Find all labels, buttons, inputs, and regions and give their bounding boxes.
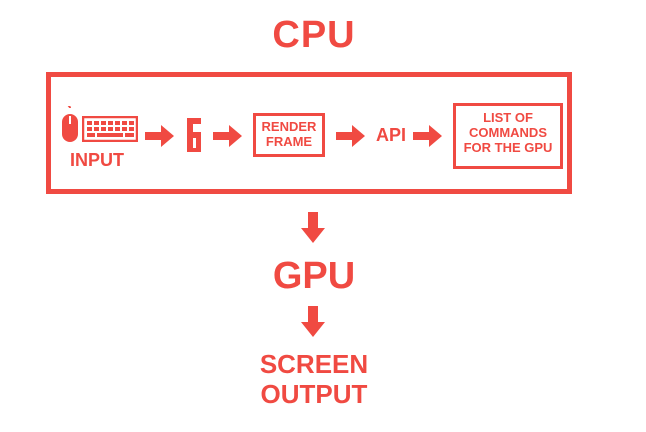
input-label: INPUT <box>70 150 124 170</box>
arrow-right-icon <box>336 125 365 147</box>
arrow-right-icon <box>413 125 442 147</box>
screen-output-line-2: OUTPUT <box>260 378 368 409</box>
arrow-down-icon <box>301 306 325 337</box>
cpu-container-box <box>46 72 572 194</box>
screen-output-label: SCREEN OUTPUT <box>0 349 628 410</box>
mouse-icon <box>62 106 78 142</box>
keyboard-icon <box>82 116 138 142</box>
game-logo-icon <box>187 118 201 152</box>
render-frame-box: RENDER FRAME <box>253 113 325 157</box>
command-list-line-2: COMMANDS <box>469 124 547 140</box>
screen-output-line-1: SCREEN <box>259 349 369 379</box>
command-list-box: LIST OF COMMANDS FOR THE GPU <box>453 103 563 169</box>
command-list-line-1: LIST OF <box>483 110 533 125</box>
render-frame-line-1: RENDER <box>261 119 317 134</box>
arrow-right-icon <box>145 125 174 147</box>
gpu-title: GPU <box>272 255 356 297</box>
render-frame-line-2: FRAME <box>265 133 313 149</box>
cpu-title: CPU <box>272 14 356 56</box>
api-label: API <box>376 125 407 145</box>
arrow-down-icon <box>301 212 325 243</box>
command-list-line-3: FOR THE GPU <box>463 139 553 155</box>
arrow-right-icon <box>213 125 242 147</box>
